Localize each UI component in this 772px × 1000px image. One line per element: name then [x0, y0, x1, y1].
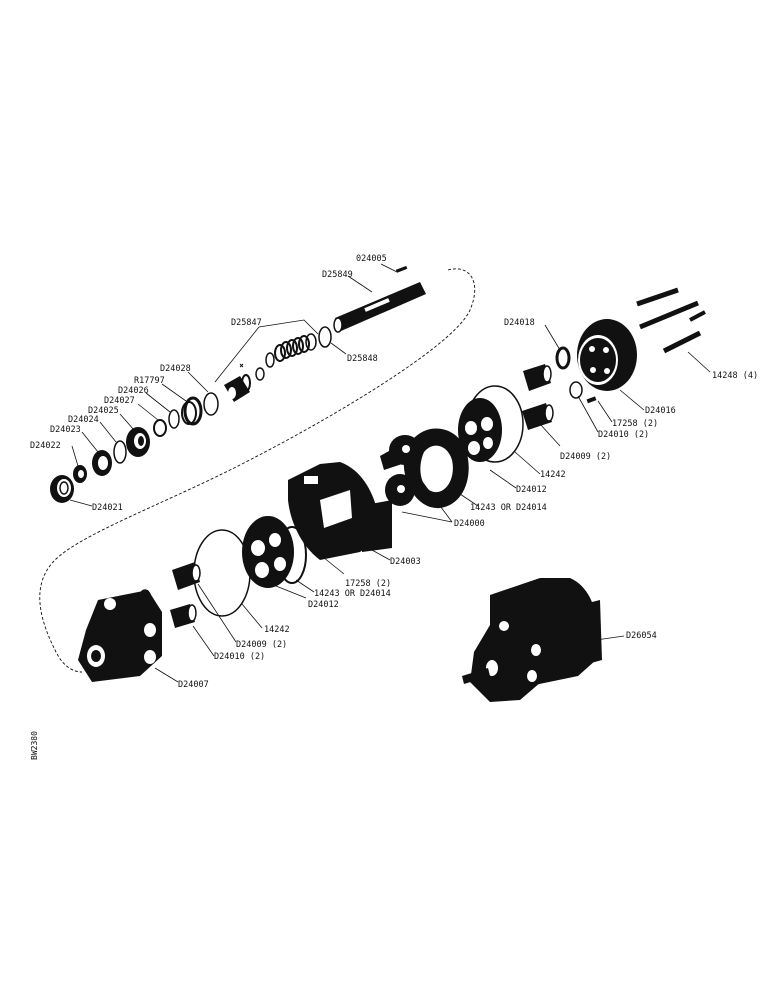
- needle-bearing: [170, 604, 197, 628]
- part-label: 14243 OR D24014: [314, 589, 391, 599]
- part-labels: 024005 D25849 D25847 D25848 D24028 R1779…: [30, 254, 758, 760]
- shaft-seal: [181, 396, 203, 426]
- o-ring: [168, 409, 180, 429]
- part-label: D24024: [68, 415, 99, 425]
- part-label: 024005: [356, 254, 387, 264]
- part-label: D26054: [626, 631, 657, 641]
- part-label: D24009 (2): [236, 640, 287, 650]
- pump-body: [288, 462, 392, 560]
- part-label: D24003: [390, 557, 421, 567]
- part-label: 14243 OR D24014: [470, 503, 547, 513]
- part-label: D24010 (2): [214, 652, 265, 662]
- part-label: 14248 (4): [712, 371, 758, 381]
- shaft-key: [395, 265, 408, 273]
- bearing-plate: [458, 398, 502, 462]
- bearing-cup: [50, 475, 74, 503]
- mounting-flange: [78, 589, 162, 682]
- part-label: D24025: [88, 406, 119, 416]
- part-label: 14242: [264, 625, 290, 635]
- part-label: D24023: [50, 425, 81, 435]
- needle-bearing: [522, 403, 554, 430]
- washer: [555, 346, 571, 370]
- retainer: [92, 450, 112, 476]
- part-label: D25849: [322, 270, 353, 280]
- o-ring-small: [255, 367, 265, 381]
- pump-gear-lower: [385, 474, 415, 506]
- bearing: [126, 427, 150, 457]
- o-ring: [569, 381, 583, 399]
- part-label: 14242: [540, 470, 566, 480]
- pump-gear-upper: [380, 435, 421, 470]
- part-label: D24021: [92, 503, 123, 513]
- part-label: 17258 (2): [345, 579, 391, 589]
- drawing-code: BW2380: [30, 731, 39, 760]
- part-label: R17797: [134, 376, 165, 386]
- part-label: 17258 (2): [612, 419, 658, 429]
- thrust-washer: [73, 465, 87, 483]
- washer: [153, 419, 167, 437]
- bearing-plate: [242, 516, 294, 588]
- dowel-pin: [586, 396, 597, 404]
- part-label: D25848: [347, 354, 378, 364]
- o-ring-small: [265, 352, 275, 368]
- part-label: D24028: [160, 364, 191, 374]
- part-label: D24012: [308, 600, 339, 610]
- part-label: D24009 (2): [560, 452, 611, 462]
- part-label: D24007: [178, 680, 209, 690]
- leader-lines: [69, 263, 711, 683]
- part-label: D24000: [454, 519, 485, 529]
- drive-shaft: [333, 266, 426, 333]
- snap-ring: [318, 326, 332, 348]
- part-label: D24012: [516, 485, 547, 495]
- part-label: D24026: [118, 386, 149, 396]
- needle-bearing: [172, 562, 201, 590]
- spring-stack: [274, 333, 317, 362]
- assembled-pump: [462, 578, 602, 702]
- cover-bolts: [636, 287, 706, 354]
- part-label: D24027: [104, 396, 135, 406]
- seal-hub: [224, 363, 251, 402]
- needle-bearing: [523, 364, 552, 391]
- gasket-ring: [193, 529, 251, 617]
- end-cover: [577, 319, 637, 391]
- assembly-alignment-line: [39, 268, 476, 673]
- o-ring: [203, 392, 219, 416]
- part-label: D25847: [231, 318, 262, 328]
- part-label: D24016: [645, 406, 676, 416]
- part-label: D24022: [30, 441, 61, 451]
- part-label: D24018: [504, 318, 535, 328]
- dowel-pin: [311, 547, 321, 555]
- part-label: D24010 (2): [598, 430, 649, 440]
- o-ring: [113, 440, 127, 464]
